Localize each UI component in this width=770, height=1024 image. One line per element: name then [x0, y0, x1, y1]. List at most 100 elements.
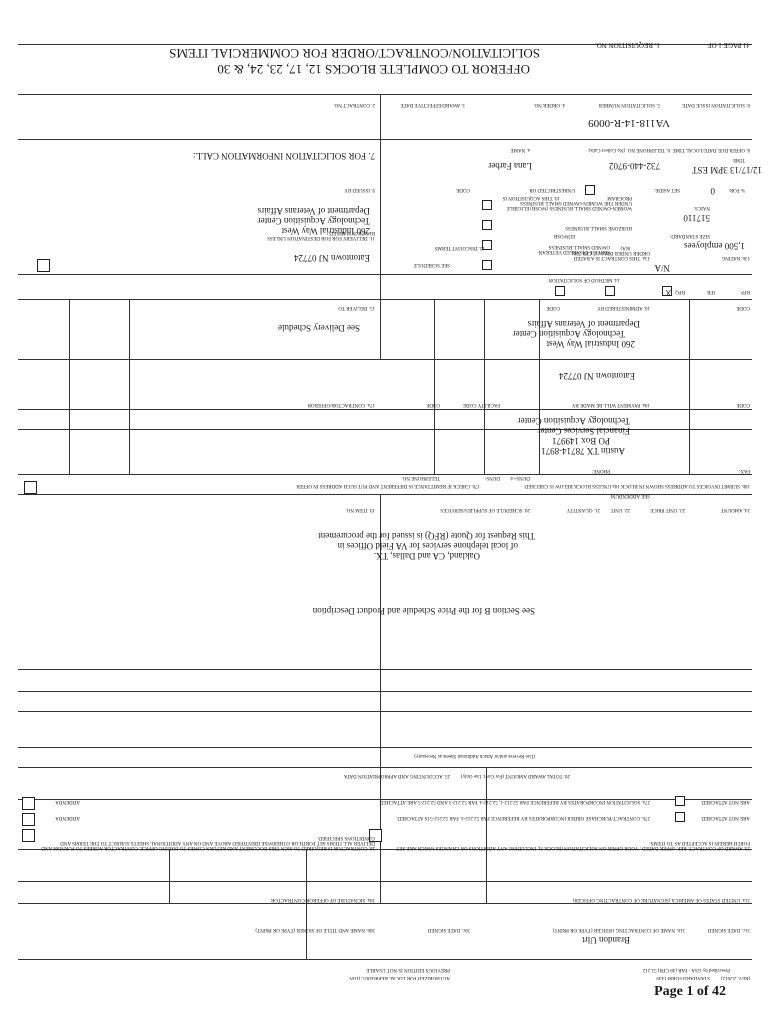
row-divider	[18, 94, 752, 95]
issuer-line-1: Department of Veterans Affairs	[257, 206, 370, 216]
col-divider	[129, 300, 130, 475]
see-addendum: SEE ADDENDUM	[610, 493, 650, 498]
page-of-label: 41 PAGE 1 OF	[707, 41, 750, 49]
rfp-label: RFP	[741, 289, 750, 294]
27b-are-not: ARE NOT ATTACHED.	[700, 815, 750, 820]
order-no-label: 4. ORDER NO.	[533, 102, 565, 107]
payment-code-label: CODE	[736, 402, 750, 407]
col-unit-price: 23. UNIT PRICE	[650, 507, 685, 512]
27b-are-checkbox[interactable]	[675, 812, 685, 822]
col-divider	[380, 95, 381, 360]
row-divider	[18, 711, 752, 712]
col-divider	[486, 768, 487, 904]
code-label: CODE	[456, 187, 470, 192]
due-date-value: 12/17/13 3PM EST	[691, 165, 762, 175]
form-subtitle: OFFEROR TO COMPLETE BLOCKS 12, 17, 23, 2…	[217, 62, 530, 77]
see-schedule: SEE SCHEDULE	[413, 262, 450, 267]
row-divider	[18, 669, 752, 670]
27a-checkbox[interactable]	[22, 797, 35, 810]
form-revision: (REV. 2/2012)	[720, 975, 750, 980]
31a-label: 31a. UNITED STATES OF AMERICA (SIGNATURE…	[572, 897, 750, 902]
authorized-reproduction: AUTHORIZED FOR LOCAL REPRODUCTION	[349, 975, 450, 980]
naics-label: NAICS:	[693, 205, 710, 210]
payment-by-label: 18a. PAYMENT WILL BE MADE BY	[571, 402, 650, 407]
solicitation-no-label: 5. SOLICITATION NUMBER	[598, 102, 660, 107]
invoice-label: 18b. SUBMIT INVOICES TO ADDRESS SHOWN IN…	[524, 483, 750, 488]
desc-line-3: Oakland, CA and Dallas, TX.	[373, 551, 480, 561]
issue-date-label: 6. SOLICITATION ISSUE DATE	[682, 102, 750, 107]
admin-line-2: Technology Acquisition Center	[512, 329, 625, 339]
27a-are-checkbox[interactable]	[675, 796, 685, 806]
29-label: 29. AWARD OF CONTRACT: REF. OFFER DATED …	[396, 840, 750, 850]
duns4-label: DUNS+4:	[509, 475, 530, 480]
col-quantity: 21. QUANTITY	[566, 507, 600, 512]
rfp-checkbox[interactable]	[662, 286, 672, 296]
name-value: Lana Farber	[488, 161, 532, 171]
issuer-line-4: Eatontown NJ 07724	[294, 253, 370, 263]
row-divider	[18, 274, 752, 275]
ifb-label: IFB	[707, 289, 715, 294]
deliver-code-label: CODE	[546, 305, 560, 310]
solicitation-form: 41 PAGE 1 OF 1. REQUISITION NO. SOLICITA…	[0, 0, 770, 1000]
contractor-code-label: CODE	[426, 402, 440, 407]
hubzone-label: HUBZONE SMALL BUSINESS	[565, 225, 632, 230]
col-divider	[380, 495, 381, 670]
issuer-line-2: Technology Acquisition Center	[257, 216, 370, 226]
previous-edition: PREVIOUS EDITION IS NOT USABLE	[366, 967, 450, 972]
col-amount: 24. AMOUNT	[720, 507, 750, 512]
requisition-label: 1. REQUISITION NO.	[595, 41, 660, 49]
method-label: 14. METHOD OF SOLICITATION	[548, 277, 620, 282]
issued-by-label: 9. ISSUED BY	[344, 187, 375, 192]
fob-checkbox[interactable]	[37, 259, 50, 272]
col-divider	[380, 670, 381, 904]
fax-label: FAX:	[738, 468, 750, 473]
admin-line-3: 260 Industrial Way West	[546, 339, 635, 349]
phone-value: 732-440-9702	[609, 161, 660, 171]
for-label: % FOR:	[728, 187, 745, 192]
name-label: a. NAME	[510, 147, 530, 152]
set-aside-checkbox[interactable]	[585, 185, 595, 195]
col-divider	[484, 300, 485, 475]
rfq-checkbox[interactable]	[555, 286, 565, 296]
time-label: TIME	[732, 157, 745, 162]
col-divider	[306, 904, 307, 960]
col-unit: 22. UNIT	[610, 507, 630, 512]
col-divider	[434, 300, 435, 475]
solicitation-number: VA118-14-R-0009	[588, 117, 670, 129]
remittance-checkbox[interactable]	[24, 481, 37, 494]
col-supplies: 20. SCHEDULE OF SUPPLIES/SERVICES	[440, 507, 530, 512]
reverse-note: (Use Reverse and/or Attach Additional Sh…	[414, 753, 535, 758]
contract-no-label: 2. CONTRACT NO.	[333, 102, 375, 107]
31b-label: 31b. NAME OF CONTRACTING OFFICER (TYPE O…	[552, 927, 685, 932]
27b-checkbox[interactable]	[22, 813, 35, 826]
size-standard-value: 1,500 employees	[684, 241, 745, 251]
rfq-label: RFQ	[675, 289, 685, 294]
ifb-checkbox[interactable]	[605, 286, 615, 296]
col-item-no: 19. ITEM NO.	[345, 507, 375, 512]
remittance-label: 17b. CHECK IF REMITTANCE IS DIFFERENT AN…	[296, 483, 480, 488]
due-date-label: 8. OFFER DUE DATE/LOCAL TIME	[672, 147, 750, 152]
row-divider	[18, 139, 752, 140]
discount-terms-label: 12. DISCOUNT TERMS	[434, 245, 485, 250]
hubzone-checkbox[interactable]	[482, 220, 492, 230]
duns-label: DUNS:	[484, 475, 500, 480]
row-divider	[18, 881, 752, 882]
row-divider	[18, 691, 752, 692]
edwosb-label: EDWOSB	[553, 233, 575, 238]
admin-code-label: CODE	[736, 305, 750, 310]
naics-value: 517110	[683, 213, 710, 223]
edwosb-checkbox[interactable]	[482, 260, 492, 270]
deliver-to-label: 15. DELIVER TO	[338, 305, 375, 310]
contractor-label: 17a. CONTRACTOR/OFFEROR	[307, 402, 375, 407]
standard-form: STANDARD FORM 1449	[656, 975, 711, 980]
fob-label: 11. DELIVERY FOR FOB DESTINATION UNLESS …	[267, 230, 375, 240]
size-standard-label: SIZE STANDARD:	[669, 233, 710, 238]
form-title: SOLICITATION/CONTRACT/ORDER FOR COMMERCI…	[169, 46, 540, 61]
wosb-checkbox[interactable]	[482, 200, 492, 210]
rated-order-label: 13a. THIS CONTRACT IS A RATED ORDER UNDE…	[571, 250, 650, 260]
desc-line-1: This Request for Quote (RFQ) is issued f…	[318, 531, 535, 541]
row-divider	[18, 903, 752, 904]
28-checkbox[interactable]	[22, 829, 35, 842]
31b-value: Brandon Ulrt	[582, 935, 630, 945]
info-call-label: 7. FOR SOLICITATION INFORMATION CALL:	[192, 151, 375, 161]
